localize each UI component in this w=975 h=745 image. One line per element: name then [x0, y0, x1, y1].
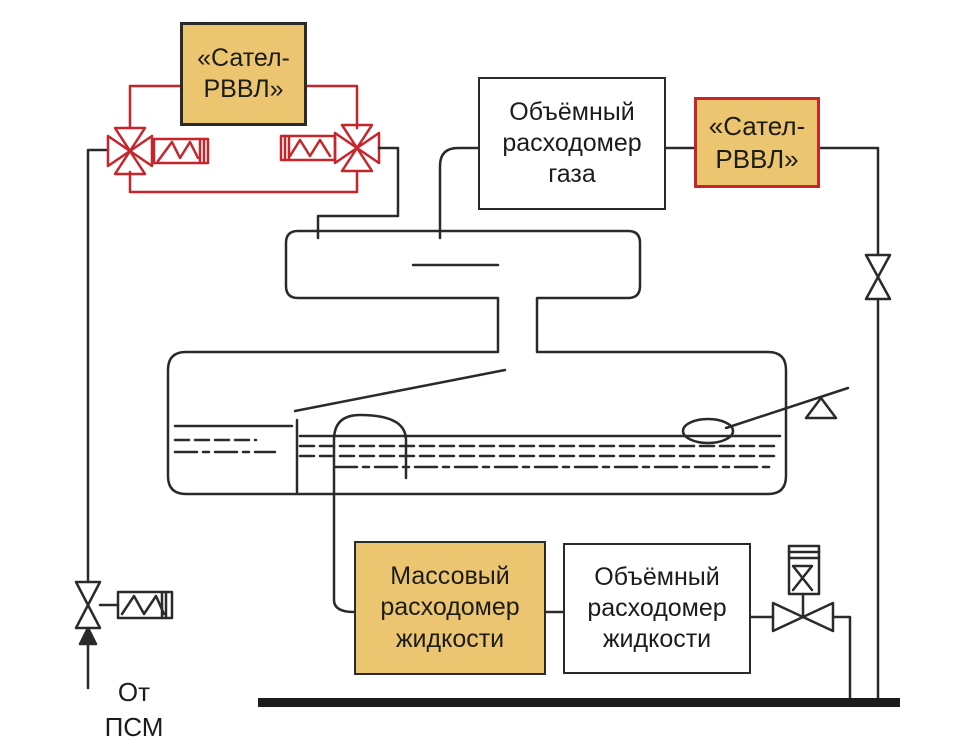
siphon-pipe	[332, 413, 408, 496]
liquid-flowmeter-label: Объёмный расходомер жидкости	[587, 562, 727, 654]
upper-drum	[166, 229, 788, 496]
solenoid-actuator-icon	[787, 544, 821, 596]
mass-flowmeter-box: Массовый расходомер жидкости	[354, 541, 546, 675]
gas-flowmeter-label: Объёмный расходомер газа	[502, 97, 642, 189]
gas-outlet-pipe	[438, 146, 480, 240]
satel-right-label: «Сател- РВВЛ»	[708, 111, 806, 174]
float-pivot-icon	[804, 396, 838, 420]
source-label: От ПСМ	[94, 640, 174, 745]
liquid-flowmeter-box: Объёмный расходомер жидкости	[563, 543, 751, 674]
separator-inlet-pipe	[316, 146, 400, 240]
three-way-valve-icon	[333, 123, 381, 173]
liquid-outlet-pipe	[332, 492, 356, 614]
two-way-valve-icon	[74, 580, 102, 630]
source-label-text: От ПСМ	[104, 677, 164, 743]
solenoid-actuator-icon	[116, 590, 174, 620]
three-way-valve-icon	[106, 126, 154, 176]
bypass-top-right	[305, 84, 359, 130]
inclined-plate	[293, 368, 507, 413]
solenoid-actuator-icon	[152, 137, 210, 165]
inlet-pipe	[86, 148, 110, 584]
bypass-top-left	[128, 84, 182, 130]
ground-line	[258, 698, 900, 707]
gas-return-pipe	[818, 146, 880, 257]
satel-right-box: «Сател- РВВЛ»	[694, 97, 820, 188]
mass-flowmeter-label: Массовый расходомер жидкости	[380, 562, 520, 653]
two-way-valve-icon	[864, 253, 892, 301]
bypass-bottom	[128, 170, 359, 194]
satel-top-box: «Сател- РВВЛ»	[180, 22, 307, 126]
float-valve-icon	[681, 417, 735, 445]
satel-top-label: «Сател- РВВЛ»	[197, 43, 290, 103]
gas-flowmeter-box: Объёмный расходомер газа	[478, 77, 666, 210]
